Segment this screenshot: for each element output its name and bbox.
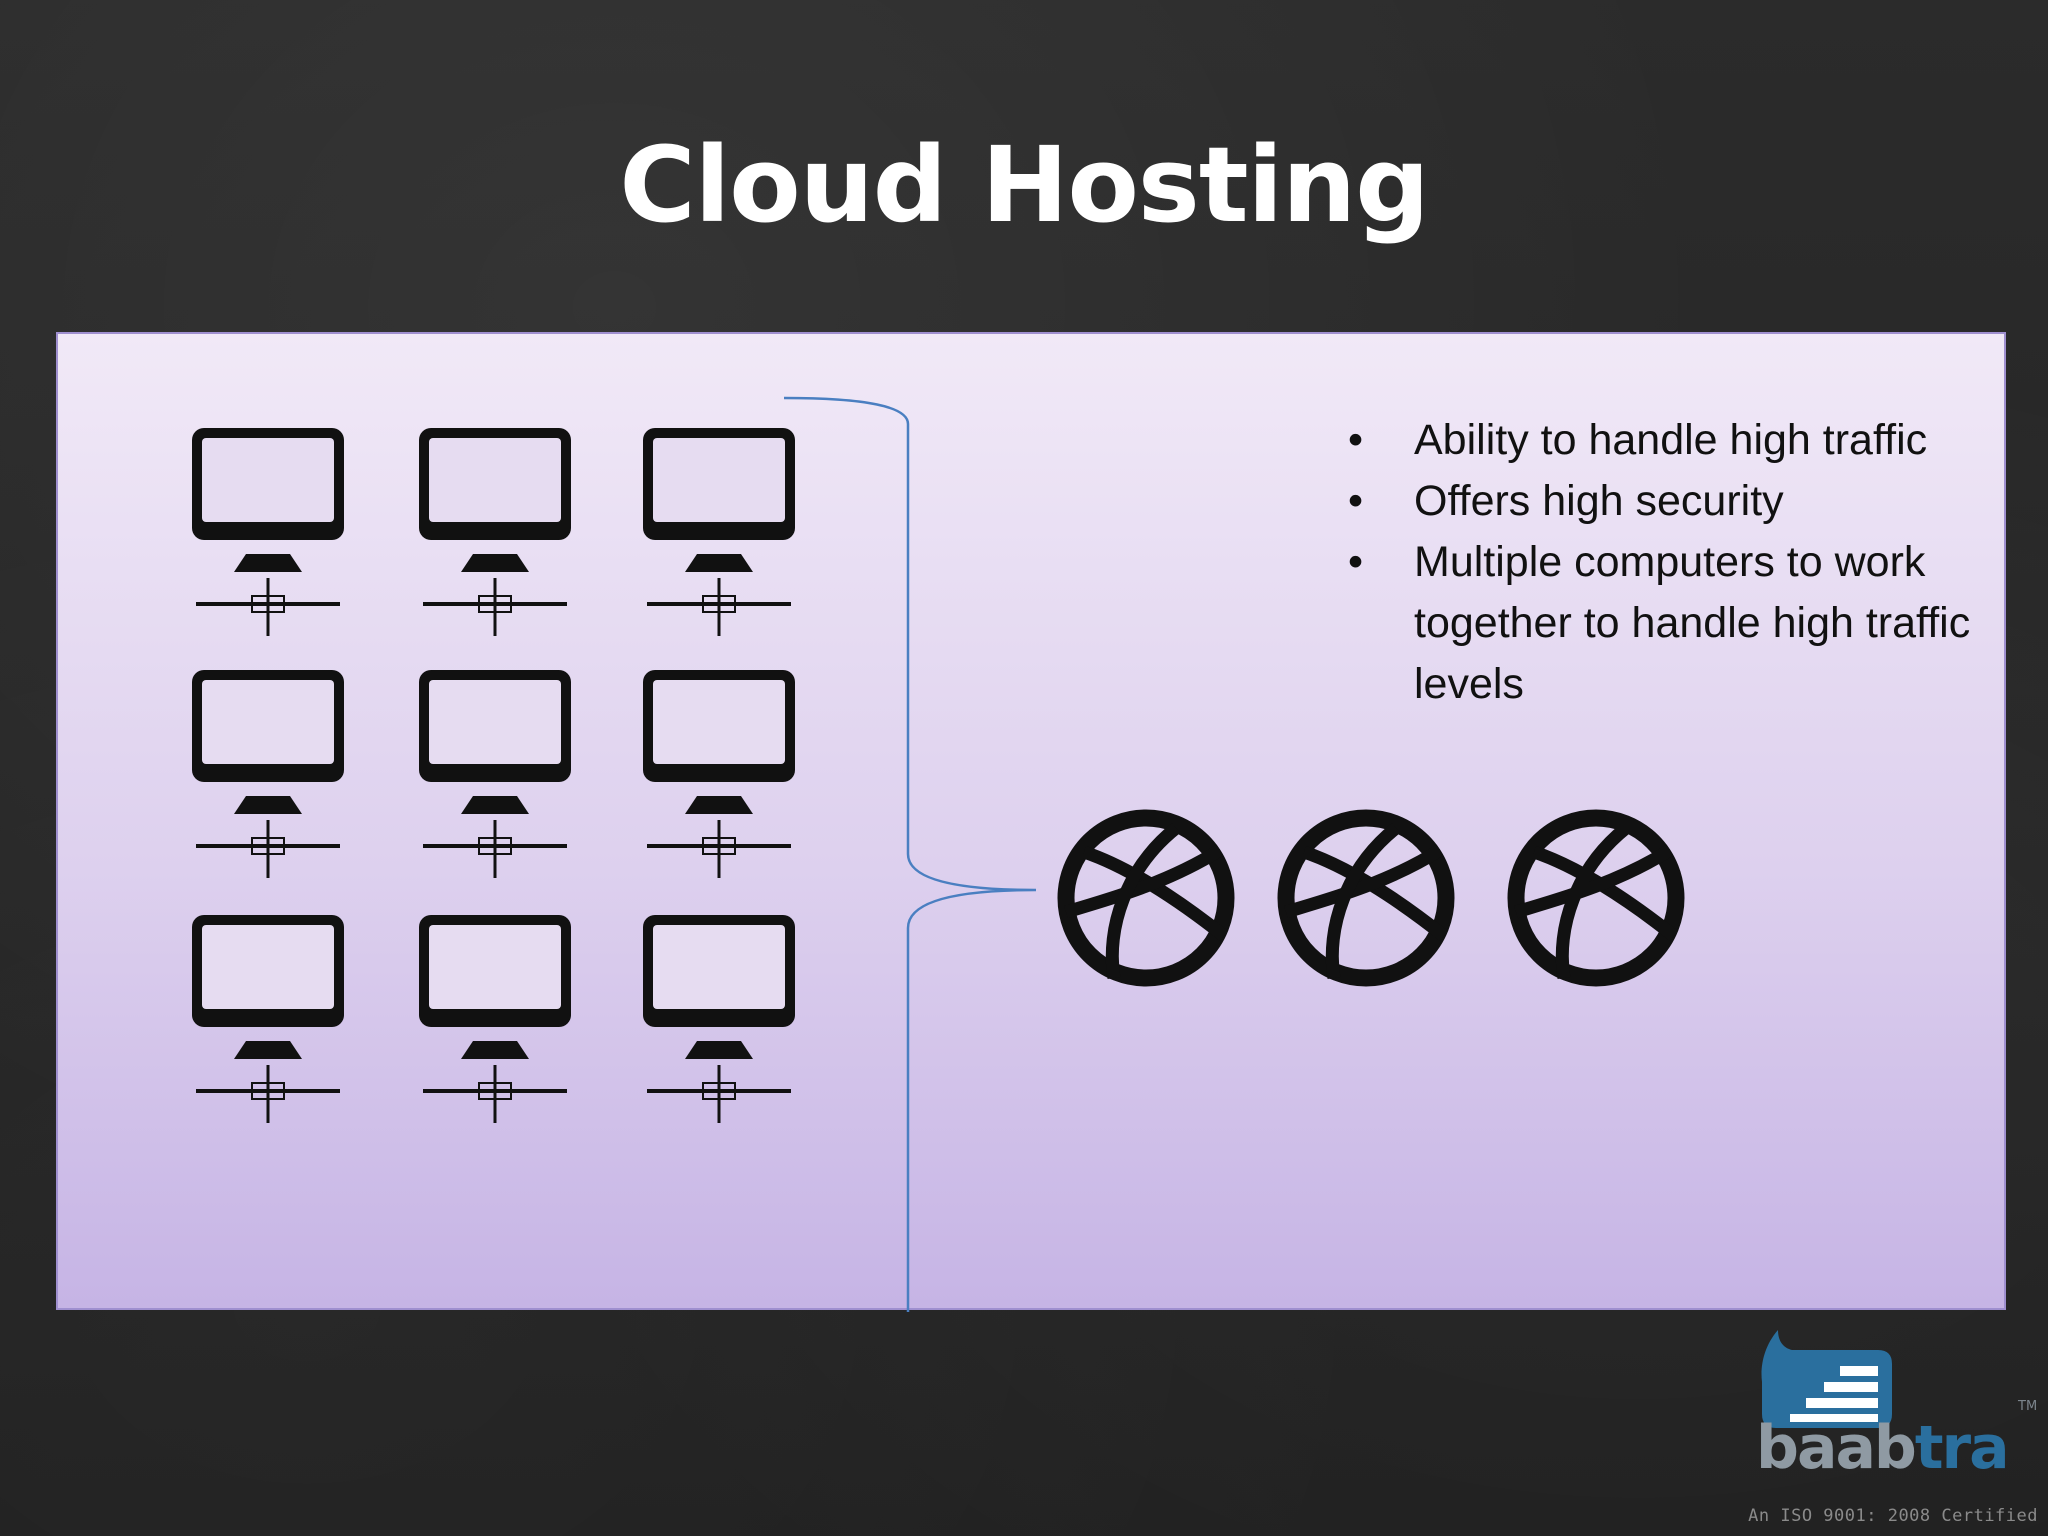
logo-text-main: baab — [1756, 1413, 1915, 1476]
computer-icon — [417, 668, 573, 880]
computer-icon — [417, 426, 573, 638]
logo-trademark: TM — [2017, 1399, 2037, 1414]
content-panel: • Ability to handle high traffic • Offer… — [56, 332, 2008, 1312]
computer-icon — [190, 426, 346, 638]
iso-certification: An ISO 9001: 2008 Certified — [1748, 1506, 2038, 1526]
computer-icon — [641, 913, 797, 1125]
computer-icon — [641, 426, 797, 638]
list-item: • Multiple computers to work together to… — [1348, 532, 1988, 715]
bullet-dot: • — [1348, 477, 1364, 525]
slide-title: Cloud Hosting — [619, 124, 1429, 246]
bullet-text: Multiple computers to work together to h… — [1414, 538, 1971, 708]
hosting-diagram — [190, 396, 2008, 1312]
computer-icon — [417, 913, 573, 1125]
list-item: • Ability to handle high traffic — [1348, 410, 1988, 471]
globe-icon — [1286, 818, 1446, 978]
bullet-text: Ability to handle high traffic — [1414, 416, 1928, 464]
globe-icon — [1516, 818, 1676, 978]
list-item: • Offers high security — [1348, 471, 1988, 532]
bullet-text: Offers high security — [1414, 477, 1784, 525]
computer-icon — [190, 913, 346, 1125]
globe-icon — [1066, 818, 1226, 978]
globe-group — [1066, 818, 1676, 978]
computer-icon — [190, 668, 346, 880]
bullet-dot: • — [1348, 416, 1364, 464]
feature-list: • Ability to handle high traffic • Offer… — [1348, 410, 1988, 715]
bullet-dot: • — [1348, 538, 1364, 586]
svg-text:baabtra: baabtra — [1756, 1413, 2008, 1476]
baabtra-logo: baabtra TM — [1756, 1330, 2037, 1476]
grouping-bracket — [783, 396, 1037, 1312]
logo-text-accent: tra — [1915, 1413, 2008, 1476]
computer-icon — [641, 668, 797, 880]
computer-grid — [190, 426, 797, 1125]
